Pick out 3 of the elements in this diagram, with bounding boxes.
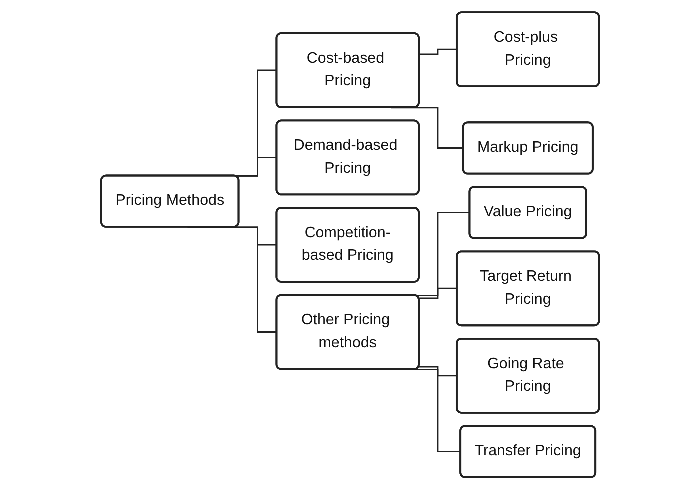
connector: [418, 366, 458, 378]
connector: [418, 288, 458, 300]
connector: [419, 48, 458, 56]
